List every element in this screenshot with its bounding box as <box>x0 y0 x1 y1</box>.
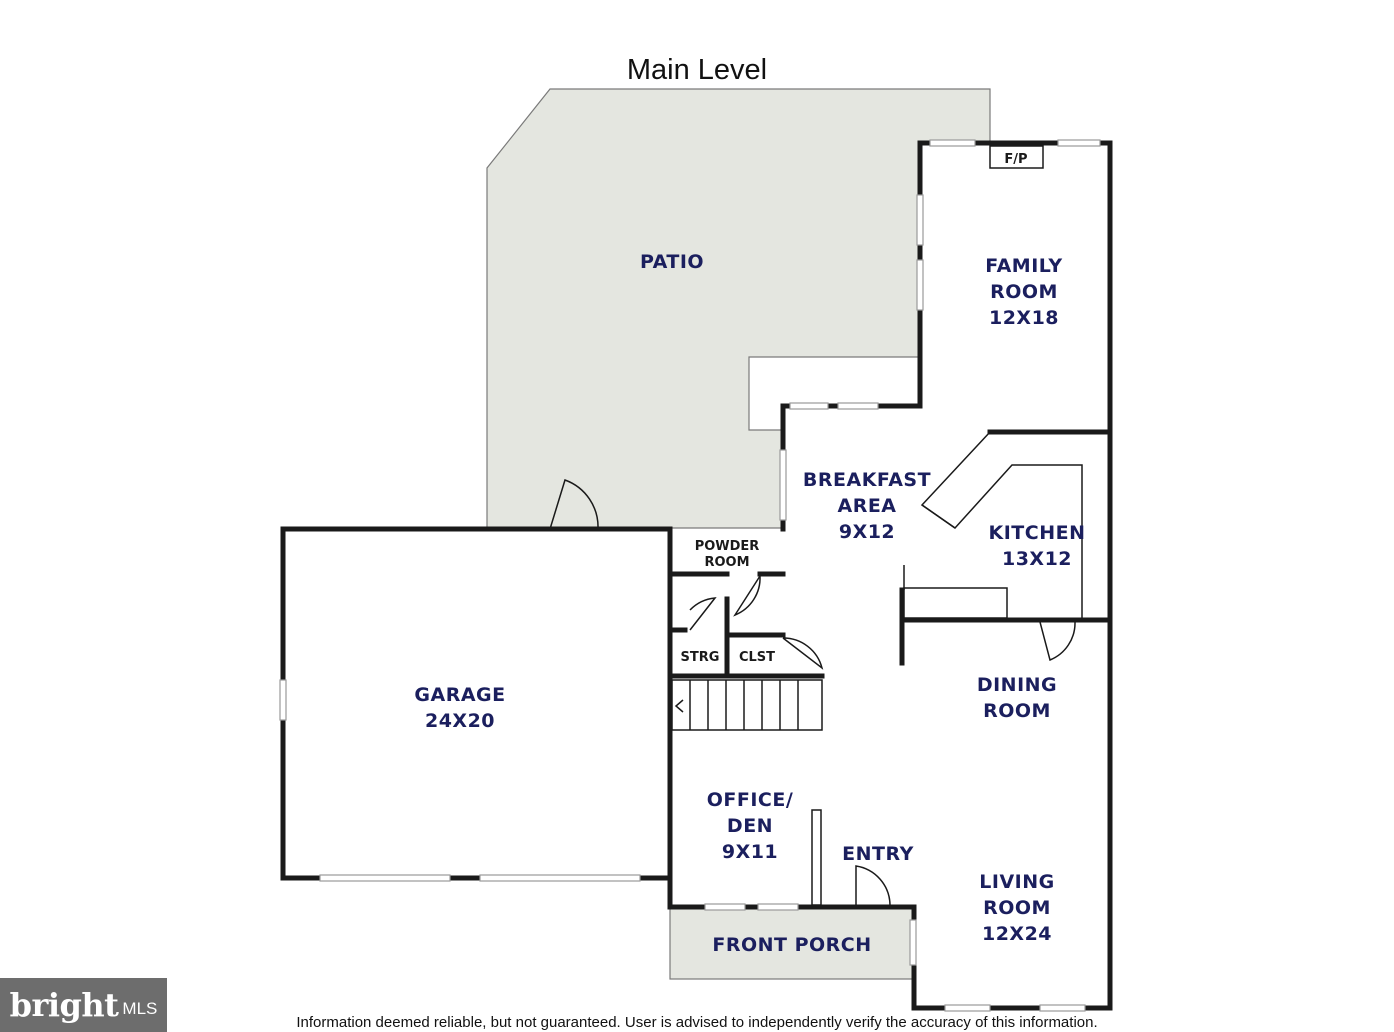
family-room-label: FAMILY <box>985 255 1062 277</box>
dining-room-label: DINING <box>977 674 1057 696</box>
entry-label: ENTRY <box>842 843 914 865</box>
powder-room-label: ROOM <box>704 555 749 570</box>
dining-room-label: ROOM <box>983 700 1051 722</box>
kitchen-door <box>1039 621 1076 662</box>
garage-label: GARAGE <box>414 684 505 706</box>
powder-room-label: POWDER <box>695 539 760 554</box>
kitchen-size: 13X12 <box>1002 548 1072 570</box>
fireplace <box>989 145 1044 169</box>
windows <box>279 139 1101 1012</box>
closet-door <box>782 637 824 670</box>
powder-door <box>733 575 761 617</box>
family-room-size: 12X18 <box>989 307 1059 329</box>
breakfast-size: 9X12 <box>839 521 895 543</box>
entry-door <box>855 865 891 906</box>
disclaimer-text: Information deemed reliable, but not gua… <box>296 1014 1097 1031</box>
breakfast-label: BREAKFAST <box>803 469 931 491</box>
closet-label: CLST <box>739 650 775 665</box>
logo-suffix: MLS <box>122 999 158 1018</box>
patio-area <box>486 88 991 529</box>
front-porch-label: FRONT PORCH <box>712 934 871 956</box>
living-room-label: ROOM <box>983 897 1051 919</box>
logo-brand: bright <box>9 986 119 1024</box>
bright-mls-logo: bright MLS <box>0 978 167 1032</box>
room-labels: PATIO FAMILY ROOM 12X18 F/P BREAKFAST AR… <box>414 152 1085 956</box>
fireplace-label: F/P <box>1004 152 1027 167</box>
office-label: OFFICE/ <box>707 789 794 811</box>
patio-door <box>549 479 599 530</box>
garage-size: 24X20 <box>425 710 495 732</box>
kitchen-label: KITCHEN <box>989 522 1086 544</box>
patio-label: PATIO <box>640 251 704 273</box>
office-size: 9X11 <box>722 841 778 863</box>
family-room-label: ROOM <box>990 281 1058 303</box>
den-partition <box>811 809 822 906</box>
storage-label: STRG <box>681 650 720 665</box>
breakfast-label: AREA <box>837 495 896 517</box>
living-room-label: LIVING <box>979 871 1054 893</box>
office-label: DEN <box>727 815 773 837</box>
plan-title: Main Level <box>627 54 767 86</box>
front-porch-area <box>669 906 915 980</box>
living-room-size: 12X24 <box>982 923 1052 945</box>
stairs <box>671 679 823 731</box>
peninsula <box>903 587 1008 619</box>
